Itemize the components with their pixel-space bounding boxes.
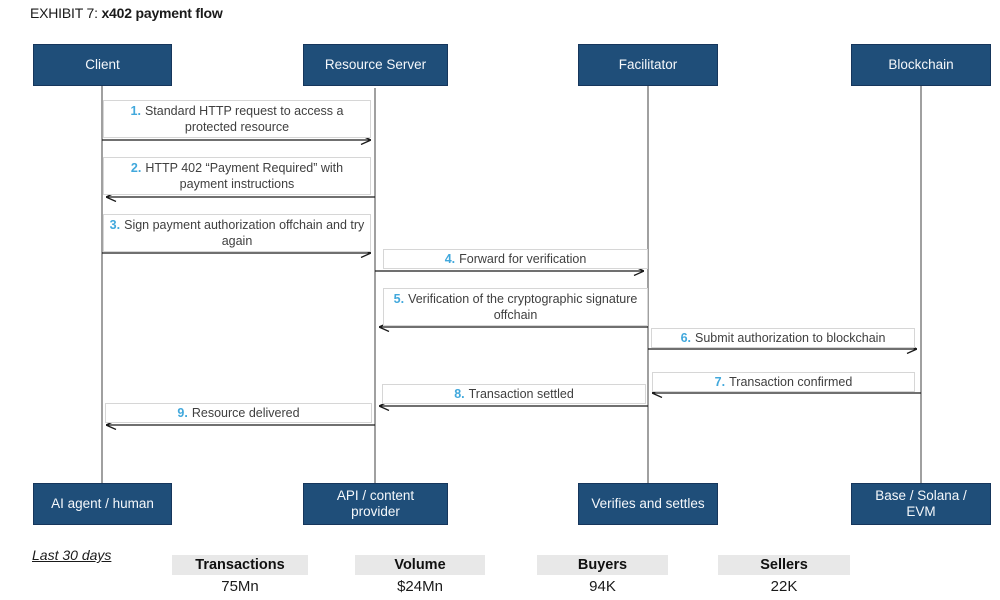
message-2-text: HTTP 402 “Payment Required” with payment… <box>145 161 344 191</box>
role-box-base-solana-evm: Base / Solana / EVM <box>851 483 991 525</box>
role-box-ai-agent-human: AI agent / human <box>33 483 172 525</box>
stat-buyers-header: Buyers <box>537 555 668 575</box>
actor-box-facilitator: Facilitator <box>578 44 718 86</box>
message-3-text: Sign payment authorization offchain and … <box>124 218 365 248</box>
message-4-number: 4. <box>444 252 456 266</box>
stat-sellers-header: Sellers <box>718 555 850 575</box>
message-8-text: Transaction settled <box>468 387 574 401</box>
exhibit-title-name: x402 payment flow <box>101 5 223 21</box>
actor-box-client: Client <box>33 44 172 86</box>
message-7-number: 7. <box>714 375 726 389</box>
message-4-label: 4.Forward for verification <box>383 249 648 269</box>
message-7-text: Transaction confirmed <box>729 375 853 389</box>
message-8-number: 8. <box>454 387 465 401</box>
actor-box-resource-server: Resource Server <box>303 44 448 86</box>
message-9-label: 9.Resource delivered <box>105 403 372 423</box>
stat-volume-value: $24Mn <box>397 578 443 595</box>
message-2-number: 2. <box>130 161 142 175</box>
stat-transactions-value: 75Mn <box>221 578 259 595</box>
stat-volume-header: Volume <box>355 555 485 575</box>
message-8-label: 8.Transaction settled <box>382 384 646 404</box>
actor-box-blockchain: Blockchain <box>851 44 991 86</box>
stat-volume: Volume $24Mn <box>355 555 485 595</box>
stat-transactions-header: Transactions <box>172 555 308 575</box>
message-1-label: 1.Standard HTTP request to access a prot… <box>103 100 371 138</box>
message-5-number: 5. <box>393 292 405 306</box>
exhibit-title: EXHIBIT 7: x402 payment flow <box>30 5 223 21</box>
message-6-label: 6.Submit authorization to blockchain <box>651 328 915 348</box>
message-3-label: 3.Sign payment authorization offchain an… <box>103 214 371 252</box>
message-1-number: 1. <box>130 104 141 118</box>
message-4-text: Forward for verification <box>459 252 587 266</box>
stat-sellers: Sellers 22K <box>718 555 850 595</box>
message-1-text: Standard HTTP request to access a protec… <box>144 104 344 134</box>
stat-transactions: Transactions 75Mn <box>172 555 308 595</box>
stat-buyers-value: 94K <box>589 578 616 595</box>
message-2-label: 2.HTTP 402 “Payment Required” with payme… <box>103 157 371 195</box>
message-6-number: 6. <box>680 331 692 345</box>
message-5-text: Verification of the cryptographic signat… <box>408 292 638 322</box>
exhibit-title-prefix: EXHIBIT 7: <box>30 5 102 21</box>
message-7-label: 7.Transaction confirmed <box>652 372 915 392</box>
role-box-verifies-settles: Verifies and settles <box>578 483 718 525</box>
stats-period-label: Last 30 days <box>32 547 112 563</box>
message-6-text: Submit authorization to blockchain <box>695 331 886 345</box>
stat-buyers: Buyers 94K <box>537 555 668 595</box>
message-9-text: Resource delivered <box>191 406 300 420</box>
message-3-number: 3. <box>109 218 121 232</box>
message-5-label: 5.Verification of the cryptographic sign… <box>383 288 648 326</box>
stat-sellers-value: 22K <box>770 578 798 595</box>
role-box-api-content-provider: API / content provider <box>303 483 448 525</box>
message-9-number: 9. <box>177 406 188 420</box>
